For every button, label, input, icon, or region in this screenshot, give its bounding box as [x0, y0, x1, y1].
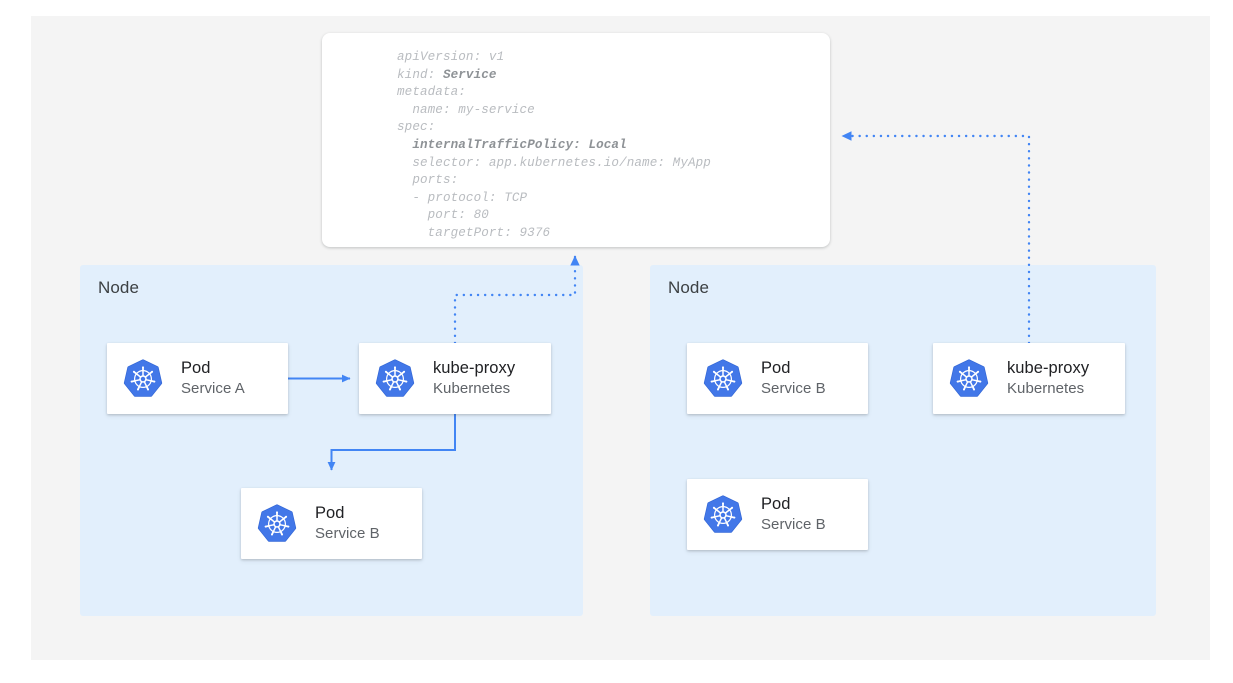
service-manifest-card: apiVersion: v1 kind: Service metadata: n…	[322, 33, 830, 247]
card-subtitle: Kubernetes	[1007, 380, 1085, 397]
node-panel-right: Node	[650, 265, 1156, 616]
kubernetes-logo-icon	[123, 358, 163, 399]
card-title: Pod	[181, 359, 211, 377]
card-kube-proxy-left[interactable]: kube-proxy Kubernetes	[359, 343, 551, 414]
card-text: Pod Service A	[181, 358, 245, 399]
card-title: Pod	[315, 504, 345, 522]
kubernetes-logo-icon	[375, 358, 415, 397]
card-title: kube-proxy	[1007, 359, 1090, 377]
kubernetes-logo-icon	[703, 494, 743, 535]
kubernetes-logo-icon	[949, 358, 989, 399]
card-subtitle: Kubernetes	[433, 380, 511, 397]
card-text: kube-proxy Kubernetes	[1007, 358, 1089, 399]
card-text: Pod Service B	[761, 494, 826, 535]
card-title: Pod	[761, 495, 791, 513]
kubernetes-logo-icon	[703, 358, 743, 397]
card-pod-service-b-right-1[interactable]: Pod Service B	[687, 343, 868, 414]
kubernetes-logo-icon	[949, 358, 989, 397]
card-subtitle: Service B	[761, 380, 826, 397]
card-text: Pod Service B	[315, 503, 380, 544]
card-text: Pod Service B	[761, 358, 826, 399]
kubernetes-logo-icon	[257, 503, 297, 542]
card-pod-service-b-left[interactable]: Pod Service B	[241, 488, 422, 559]
card-subtitle: Service A	[181, 380, 245, 397]
card-kube-proxy-right[interactable]: kube-proxy Kubernetes	[933, 343, 1125, 414]
card-pod-service-b-right-2[interactable]: Pod Service B	[687, 479, 868, 550]
kubernetes-logo-icon	[703, 494, 743, 533]
card-text: kube-proxy Kubernetes	[433, 358, 515, 399]
card-pod-service-a[interactable]: Pod Service A	[107, 343, 288, 414]
kubernetes-logo-icon	[375, 358, 415, 399]
kubernetes-logo-icon	[123, 358, 163, 397]
node-label-left: Node	[98, 278, 140, 297]
card-title: Pod	[761, 359, 791, 377]
card-title: kube-proxy	[433, 359, 516, 377]
node-panel-left: Node	[80, 265, 583, 616]
kubernetes-logo-icon	[257, 503, 297, 544]
card-subtitle: Service B	[761, 516, 826, 533]
kubernetes-logo-icon	[703, 358, 743, 399]
node-label-right: Node	[668, 278, 710, 297]
card-subtitle: Service B	[315, 525, 380, 542]
service-manifest-code: apiVersion: v1 kind: Service metadata: n…	[397, 50, 711, 240]
